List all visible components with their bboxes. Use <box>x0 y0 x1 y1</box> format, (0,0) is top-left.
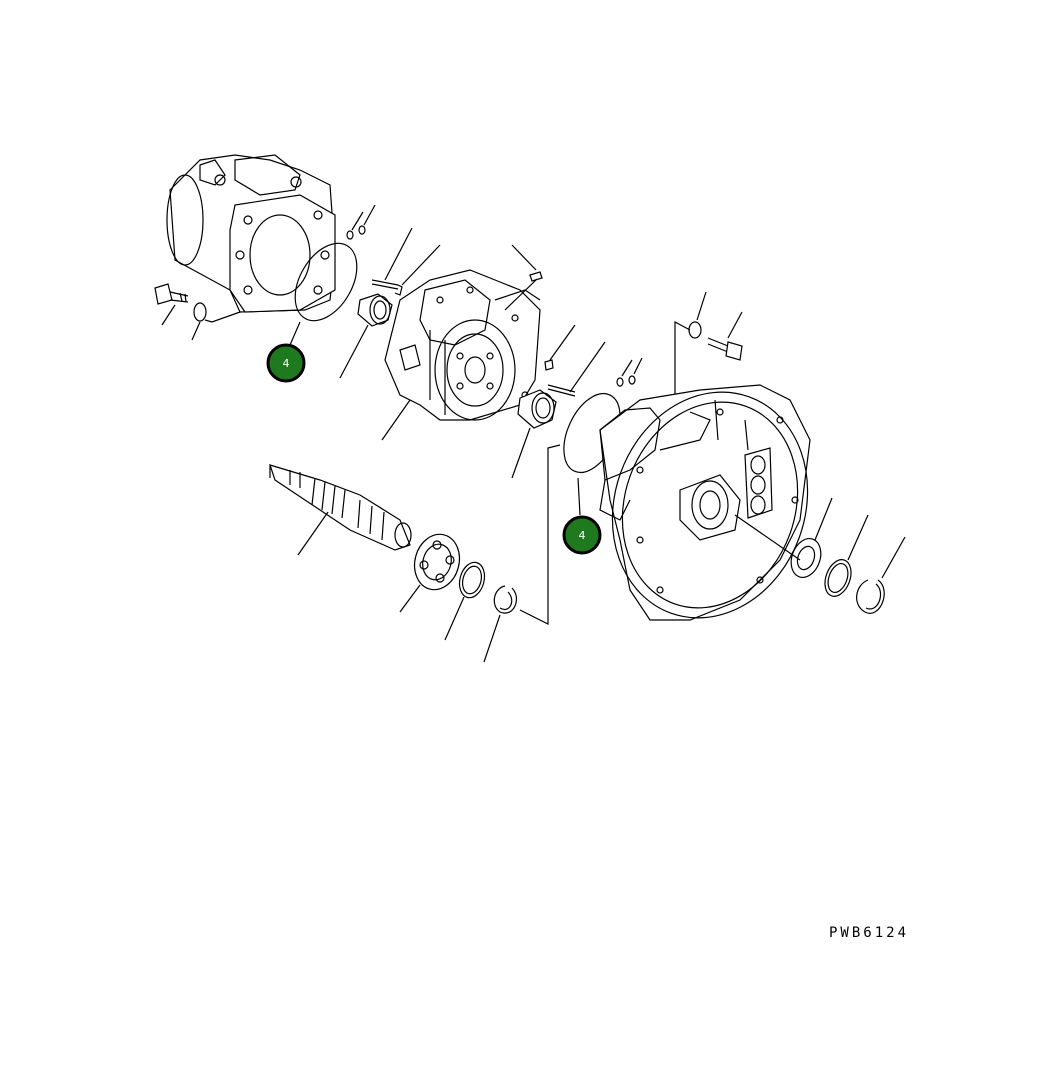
pin-right-middle <box>544 324 606 397</box>
svg-text:4: 4 <box>283 357 290 370</box>
leader-line <box>674 321 691 420</box>
screw-top-middle <box>504 244 543 311</box>
leader-line <box>204 311 241 323</box>
bolt-left <box>154 283 189 326</box>
spacer-ring-right <box>824 514 869 597</box>
bolt-right <box>707 311 743 361</box>
roller-bearing <box>399 533 461 613</box>
oil-seal <box>734 497 833 578</box>
leader-line <box>519 444 561 625</box>
pins-top-left <box>346 204 376 240</box>
dowel-pins <box>371 227 441 296</box>
washer-left <box>191 302 207 341</box>
drive-shaft <box>269 464 412 556</box>
snap-ring-right <box>856 536 906 614</box>
pump-block-middle <box>381 269 541 441</box>
flywheel-housing <box>599 384 811 621</box>
bearing-left <box>339 293 393 379</box>
callout-4-right[interactable]: 4 <box>562 515 602 555</box>
o-ring-left <box>294 242 358 322</box>
leader-line <box>577 477 581 516</box>
drawing-code: PWB6124 <box>829 925 910 941</box>
bearing-right <box>511 389 557 479</box>
leader-line <box>289 321 301 346</box>
pins-top-right <box>616 357 643 387</box>
washer-right <box>688 291 707 339</box>
svg-text:4: 4 <box>579 529 586 542</box>
callout-4-left[interactable]: 4 <box>266 343 306 383</box>
pump-housing-left <box>166 154 336 313</box>
spacer-ring-bottom <box>444 561 486 641</box>
snap-ring-bottom <box>483 585 517 663</box>
